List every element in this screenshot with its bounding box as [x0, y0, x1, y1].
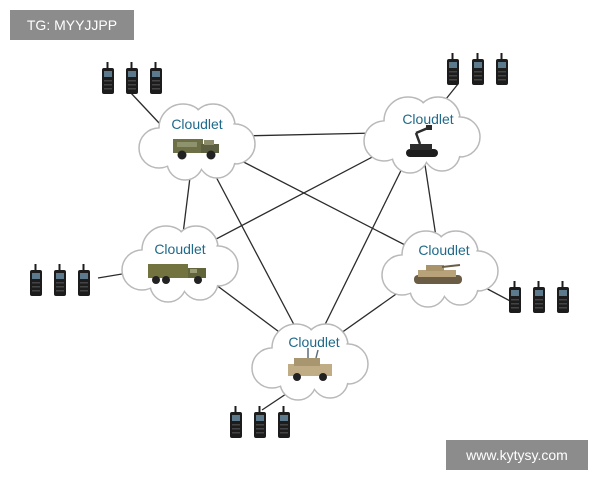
cloudlet-label: Cloudlet	[418, 242, 469, 258]
cloudlet-label: Cloudlet	[402, 111, 453, 127]
radio-icon	[533, 281, 545, 313]
radio-group-1	[102, 62, 162, 94]
cloudlet-node-5: Cloudlet	[251, 323, 369, 401]
radio-icon	[278, 406, 290, 438]
radio-icon	[230, 406, 242, 438]
radio-group-3	[30, 264, 90, 296]
watermark-bottom: www.kytysy.com	[446, 440, 588, 470]
radio-icon	[30, 264, 42, 296]
radio-group-5	[230, 406, 290, 438]
humvee-icon	[173, 139, 219, 160]
cloudlet-label: Cloudlet	[288, 334, 339, 350]
robot-icon	[406, 125, 438, 157]
radio-icon	[496, 53, 508, 85]
radio-icon	[102, 62, 114, 94]
radio-icon	[557, 281, 569, 313]
radio-icon	[150, 62, 162, 94]
radio-icon	[126, 62, 138, 94]
radio-icon	[447, 53, 459, 85]
radio-icon	[254, 406, 266, 438]
cloudlet-node-3: Cloudlet	[121, 225, 239, 303]
link-radios-c1	[129, 91, 161, 125]
radio-group-4	[509, 281, 569, 313]
armored-vehicle-icon	[288, 348, 332, 381]
watermark-top: TG: MYYJJPP	[10, 10, 134, 40]
tank-icon	[414, 264, 462, 284]
truck-icon	[148, 264, 206, 284]
radio-icon	[509, 281, 521, 313]
cloudlet-label: Cloudlet	[171, 116, 222, 132]
cloudlet-node-2: Cloudlet	[363, 96, 481, 174]
radio-icon	[78, 264, 90, 296]
radio-group-2	[447, 53, 508, 85]
radio-icon	[54, 264, 66, 296]
cloudlet-node-1: Cloudlet	[138, 103, 256, 181]
cloudlet-label: Cloudlet	[154, 241, 205, 257]
radio-icon	[472, 53, 484, 85]
cloudlet-node-4: Cloudlet	[381, 230, 499, 308]
